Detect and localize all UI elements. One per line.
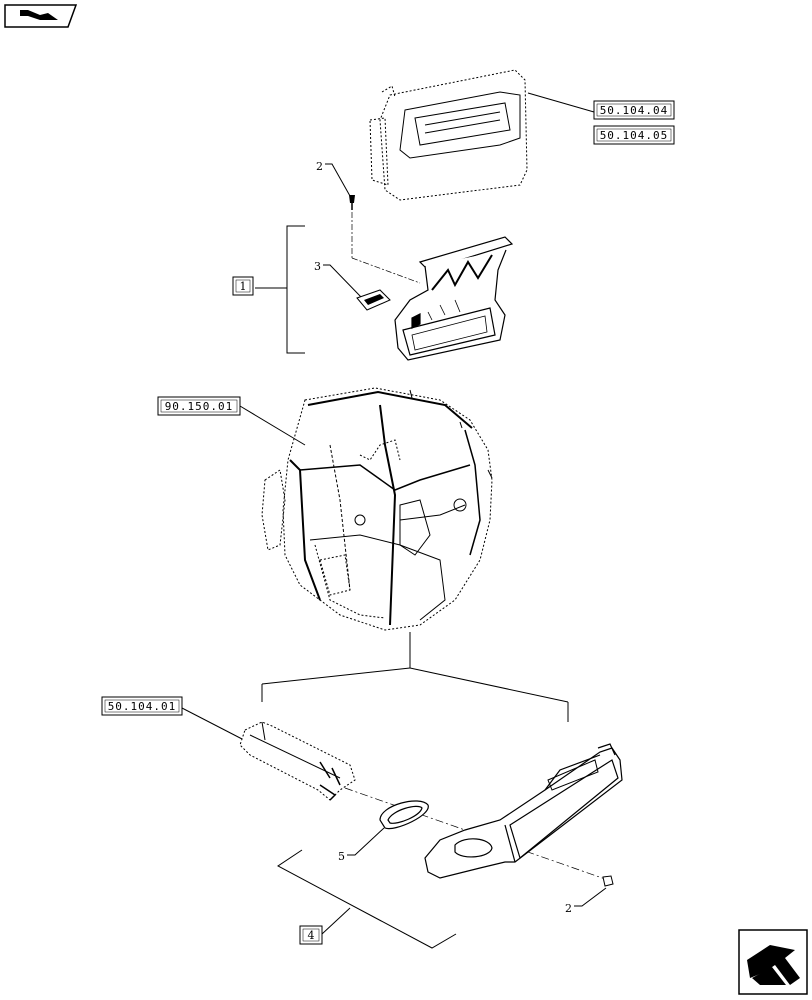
- callout-2-bottom: 2: [565, 887, 607, 915]
- page-back-arrow-icon[interactable]: [4, 4, 78, 28]
- ref-50-104-04-text: 50.104.04: [600, 104, 669, 117]
- screw-bottom-drawing: [602, 875, 614, 887]
- screw-top-drawing: [349, 195, 421, 284]
- ref-50-104-05-text: 50.104.05: [600, 129, 669, 142]
- callout-5-text: 5: [338, 850, 345, 863]
- callout-3-text: 3: [314, 260, 321, 273]
- lower-assembly-bracket: [261, 632, 569, 722]
- ref-90-150-01-label[interactable]: 90.150.01: [157, 396, 306, 446]
- callout-5: 5: [338, 827, 385, 863]
- lower-right-duct-drawing: [424, 743, 623, 879]
- ref-90-150-01-text: 90.150.01: [165, 400, 234, 413]
- assembly-1-bracket: [255, 225, 305, 354]
- clip-drawing: [356, 289, 391, 311]
- callout-1-label[interactable]: 1: [232, 276, 254, 296]
- ref-50-104-04-label[interactable]: 50.104.04: [527, 92, 675, 120]
- callout-1-text: 1: [240, 280, 247, 293]
- page-forward-arrow-icon[interactable]: [738, 929, 808, 995]
- callout-3: 3: [314, 260, 363, 299]
- gasket-drawing: [379, 800, 429, 830]
- callout-4-label[interactable]: 4: [299, 925, 323, 945]
- ref-50-104-01-label[interactable]: 50.104.01: [101, 696, 245, 741]
- cab-frame-drawing: [261, 387, 493, 631]
- callout-2-top-text: 2: [316, 160, 323, 173]
- assembly-4-bracket: [277, 849, 457, 949]
- callout-4-text: 4: [308, 929, 315, 942]
- upper-air-duct-drawing: [394, 236, 514, 361]
- ref-50-104-05-label[interactable]: 50.104.05: [593, 125, 675, 145]
- ref-50-104-01-text: 50.104.01: [108, 700, 177, 713]
- roof-panel-drawing: [369, 69, 528, 201]
- callout-2-top: 2: [316, 160, 351, 197]
- callout-2-bottom-text: 2: [565, 902, 572, 915]
- lower-left-duct-drawing: [239, 721, 356, 801]
